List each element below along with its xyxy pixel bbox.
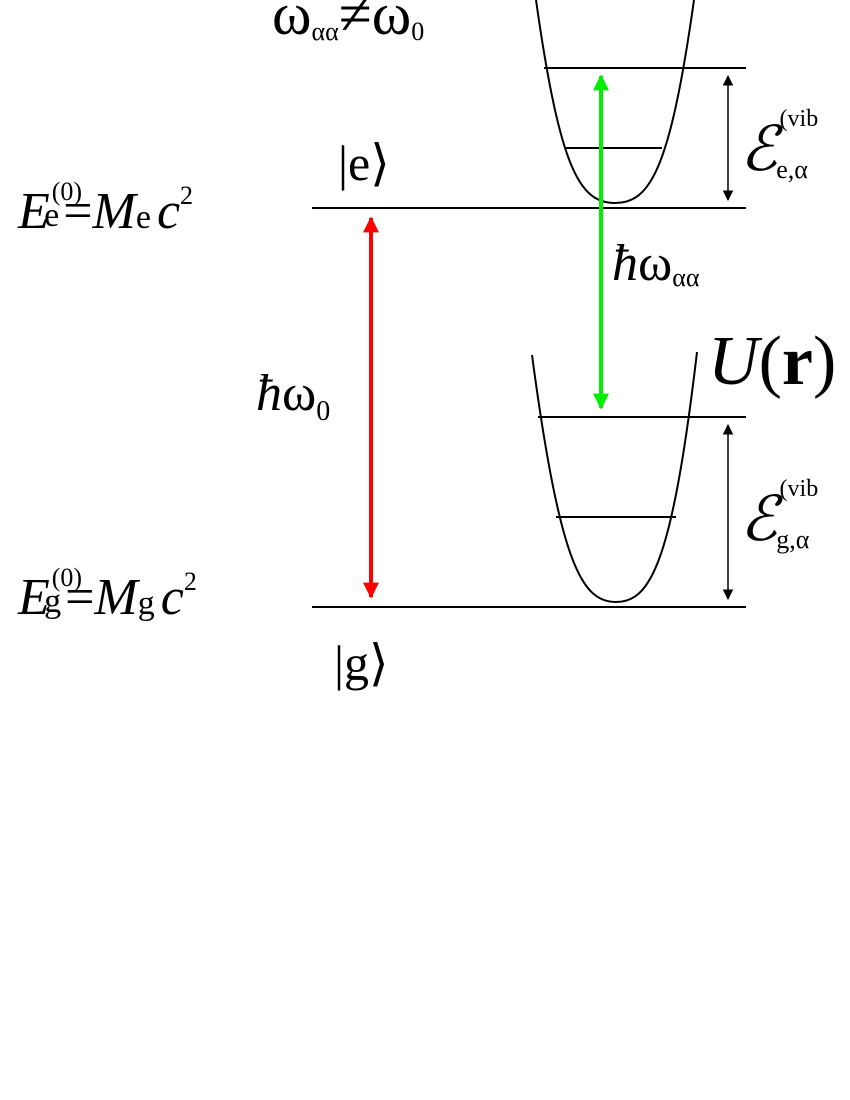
potential-label: U(r): [708, 323, 836, 400]
green-transition-label: ħωαα: [612, 235, 700, 292]
excited-state-ket: |e⟩: [338, 135, 390, 191]
ground-state-ket: |g⟩: [334, 635, 389, 691]
ground-potential-well: [531, 351, 698, 604]
frequency-mismatch-label: ωαα≠ω0: [272, 0, 424, 47]
red-transition-label: ħω0: [256, 365, 330, 427]
excited-potential-well: [535, 0, 695, 205]
